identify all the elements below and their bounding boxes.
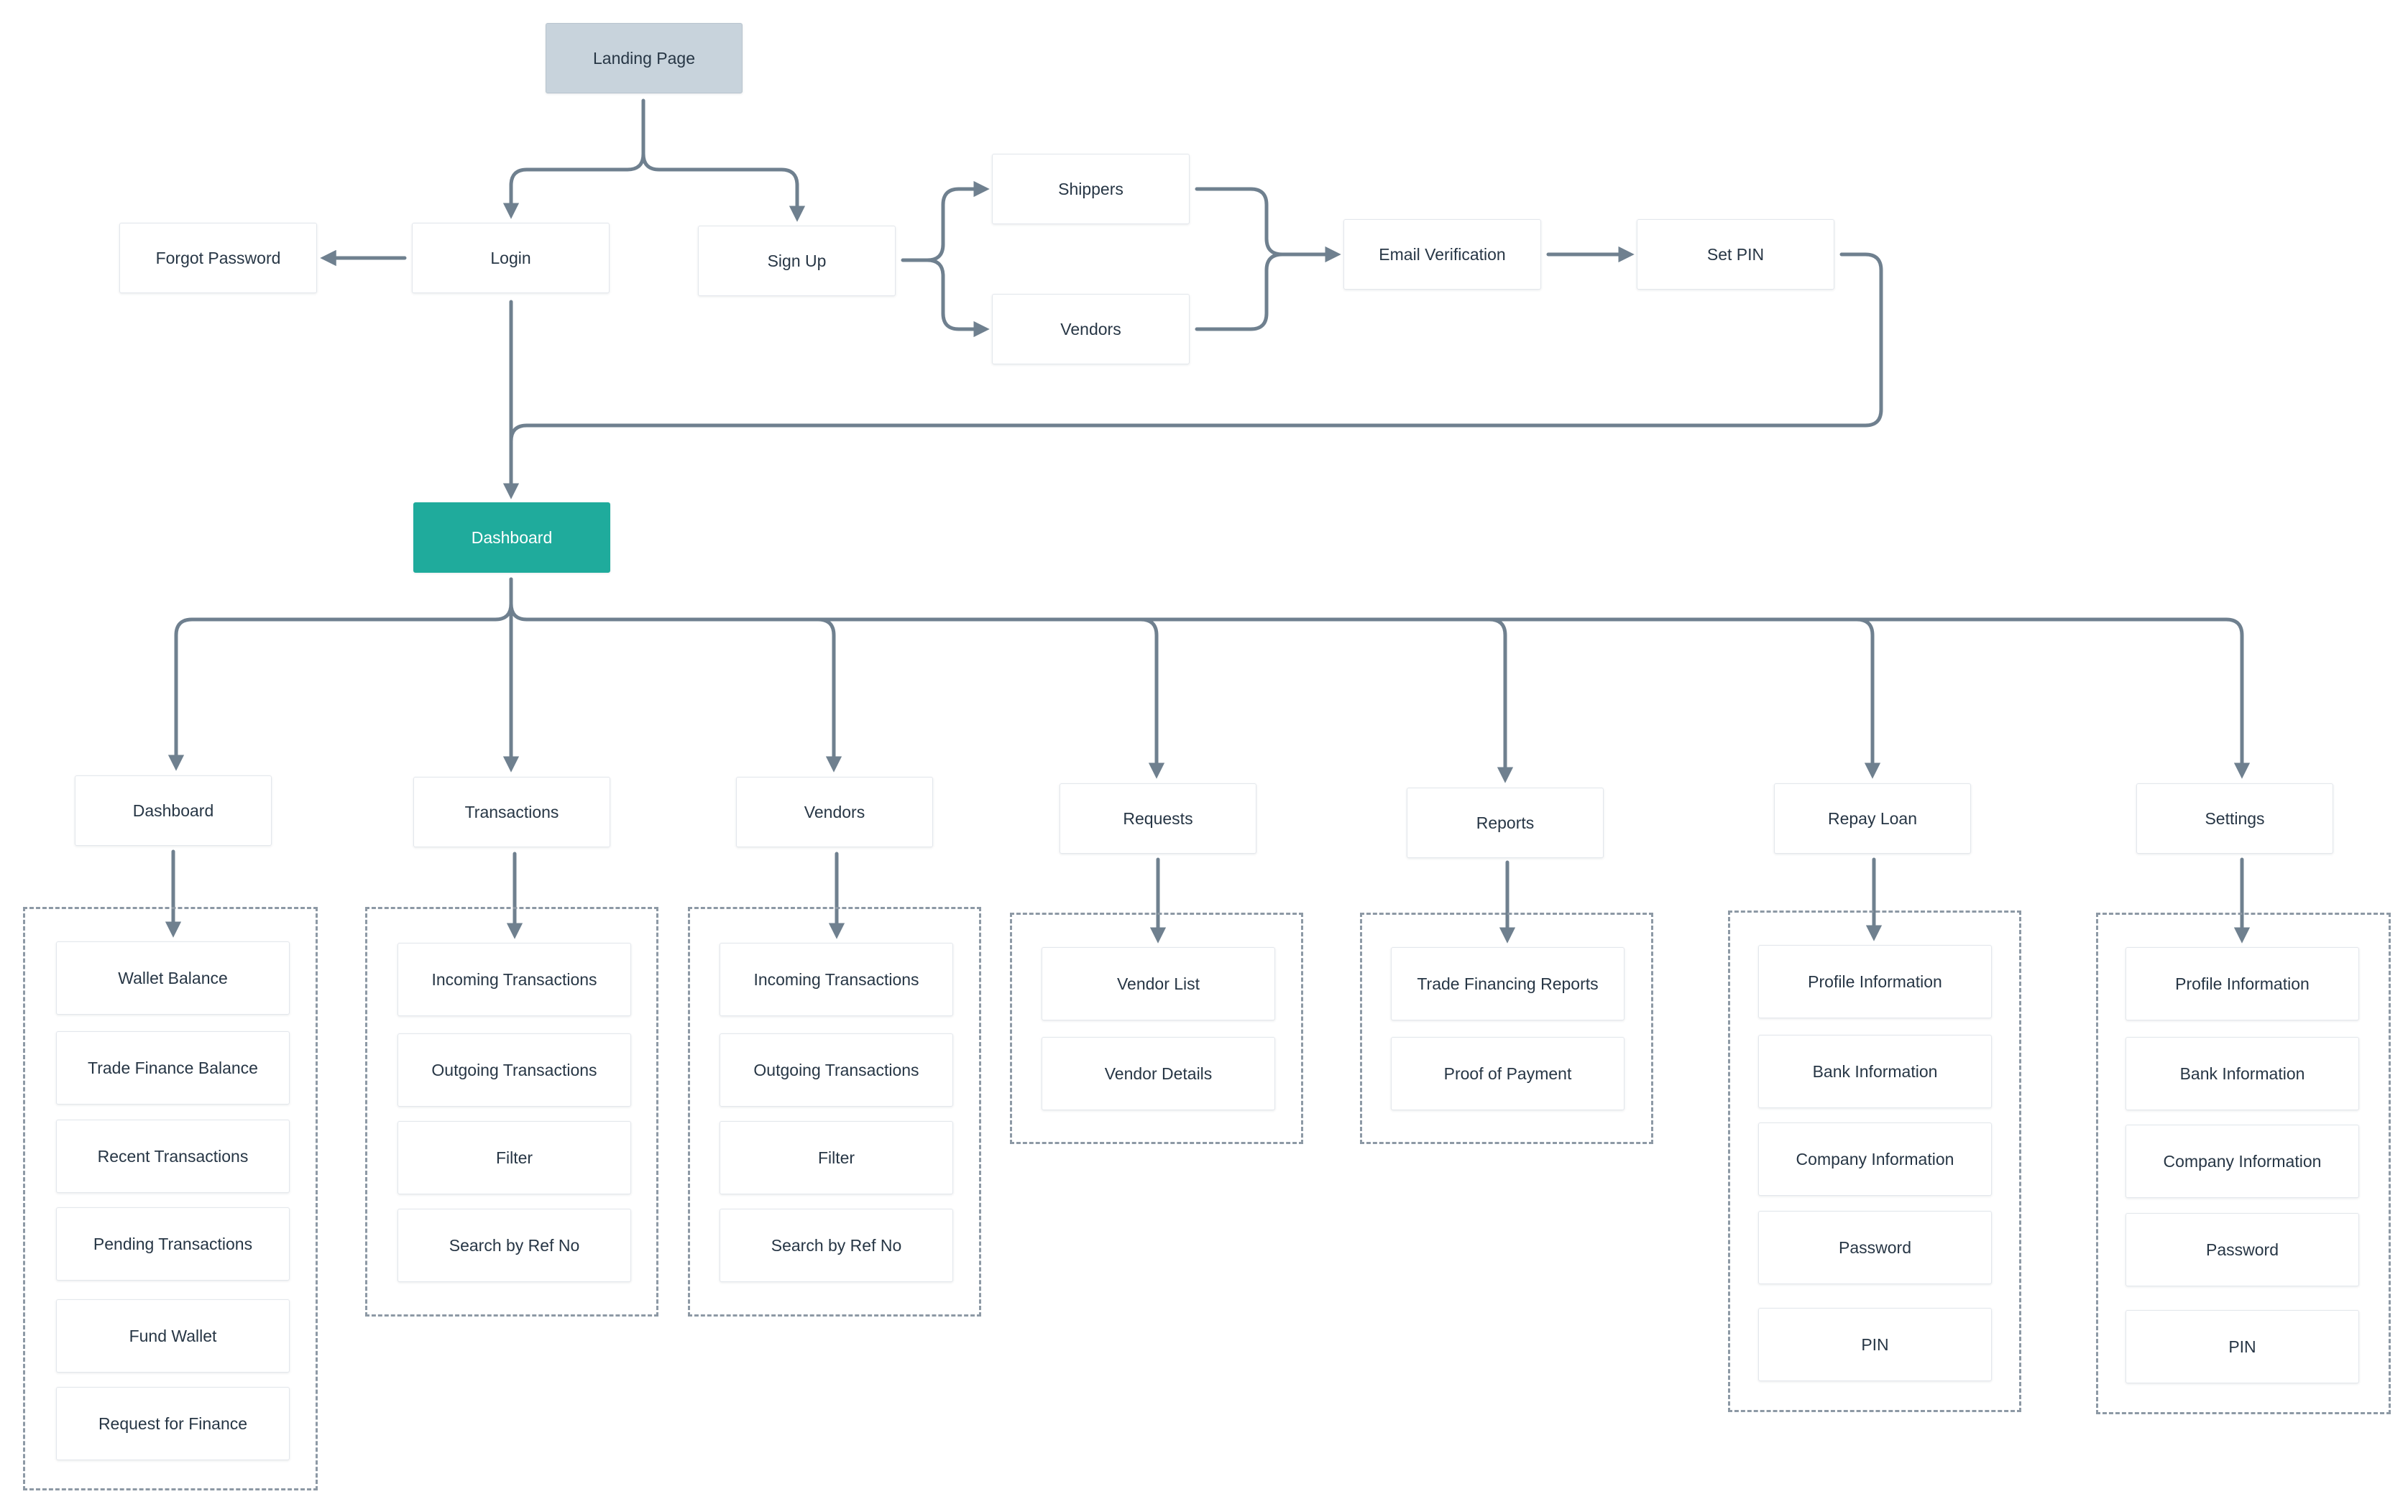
login-node[interactable]: Login (412, 223, 610, 293)
edge-dash-to-dashboard (167, 577, 513, 771)
edge-signup-to-shippers (901, 180, 990, 262)
transactions-item[interactable]: Incoming Transactions (397, 943, 631, 1016)
landing-page-node[interactable]: Landing Page (546, 23, 743, 93)
section-header-transactions[interactable]: Transactions (413, 777, 610, 847)
vendors-signup-node[interactable]: Vendors (992, 294, 1190, 364)
edge-dash-to-repay-loan (1487, 617, 1881, 779)
dashboard-item[interactable]: Request for Finance (56, 1387, 290, 1460)
group-repay-loan (1728, 911, 2021, 1412)
sign-up-node[interactable]: Sign Up (698, 226, 896, 296)
edge-landing-to-signup (641, 152, 806, 222)
repay-loan-item[interactable]: Profile Information (1758, 945, 1992, 1018)
group-vendors (688, 907, 981, 1317)
edge-dash-to-reports (1139, 617, 1514, 783)
edge-dash-to-vendors (509, 601, 842, 773)
dashboard-item[interactable]: Trade Finance Balance (56, 1031, 290, 1105)
edge-signup-to-vendors (925, 258, 990, 338)
group-transactions (365, 907, 658, 1317)
repay-loan-item[interactable]: Password (1758, 1211, 1992, 1284)
group-settings (2096, 913, 2391, 1414)
repay-loan-item[interactable]: PIN (1758, 1308, 1992, 1381)
requests-item[interactable]: Vendor List (1042, 947, 1275, 1020)
dashboard-main-node[interactable]: Dashboard (413, 502, 610, 573)
settings-item[interactable]: Bank Information (2126, 1037, 2359, 1110)
section-header-reports[interactable]: Reports (1407, 788, 1604, 858)
repay-loan-item[interactable]: Bank Information (1758, 1035, 1992, 1108)
edge-vendors-to-email (1195, 252, 1285, 331)
edge-setpin-to-dashboard (502, 252, 1883, 499)
dashboard-item[interactable]: Pending Transactions (56, 1207, 290, 1281)
dashboard-item[interactable]: Recent Transactions (56, 1120, 290, 1193)
vendors-item[interactable]: Filter (720, 1121, 953, 1194)
forgot-password-node[interactable]: Forgot Password (119, 223, 317, 293)
group-reports (1360, 913, 1653, 1144)
edge-landing-to-login (502, 98, 645, 219)
group-dashboard (23, 907, 318, 1490)
repay-loan-item[interactable]: Company Information (1758, 1123, 1992, 1196)
section-header-vendors[interactable]: Vendors (736, 777, 933, 847)
email-verification-node[interactable]: Email Verification (1343, 219, 1541, 290)
edge-dash-to-requests (816, 617, 1165, 779)
vendors-item[interactable]: Search by Ref No (720, 1209, 953, 1282)
requests-item[interactable]: Vendor Details (1042, 1037, 1275, 1110)
transactions-item[interactable]: Outgoing Transactions (397, 1033, 631, 1107)
section-header-repay-loan[interactable]: Repay Loan (1774, 783, 1971, 854)
section-header-dashboard[interactable]: Dashboard (75, 775, 272, 846)
settings-item[interactable]: Password (2126, 1213, 2359, 1286)
transactions-item[interactable]: Filter (397, 1121, 631, 1194)
section-header-requests[interactable]: Requests (1060, 783, 1256, 854)
dashboard-item[interactable]: Fund Wallet (56, 1299, 290, 1373)
section-header-settings[interactable]: Settings (2136, 783, 2333, 854)
reports-item[interactable]: Trade Financing Reports (1391, 947, 1625, 1020)
vendors-item[interactable]: Outgoing Transactions (720, 1033, 953, 1107)
settings-item[interactable]: PIN (2126, 1310, 2359, 1383)
set-pin-node[interactable]: Set PIN (1637, 219, 1834, 290)
reports-item[interactable]: Proof of Payment (1391, 1037, 1625, 1110)
shippers-node[interactable]: Shippers (992, 154, 1190, 224)
dashboard-item[interactable]: Wallet Balance (56, 941, 290, 1015)
settings-item[interactable]: Company Information (2126, 1125, 2359, 1198)
group-requests (1010, 913, 1303, 1144)
edge-dash-to-settings (1855, 617, 2251, 779)
vendors-item[interactable]: Incoming Transactions (720, 943, 953, 1016)
settings-item[interactable]: Profile Information (2126, 947, 2359, 1020)
edge-shippers-to-email (1195, 187, 1341, 263)
transactions-item[interactable]: Search by Ref No (397, 1209, 631, 1282)
